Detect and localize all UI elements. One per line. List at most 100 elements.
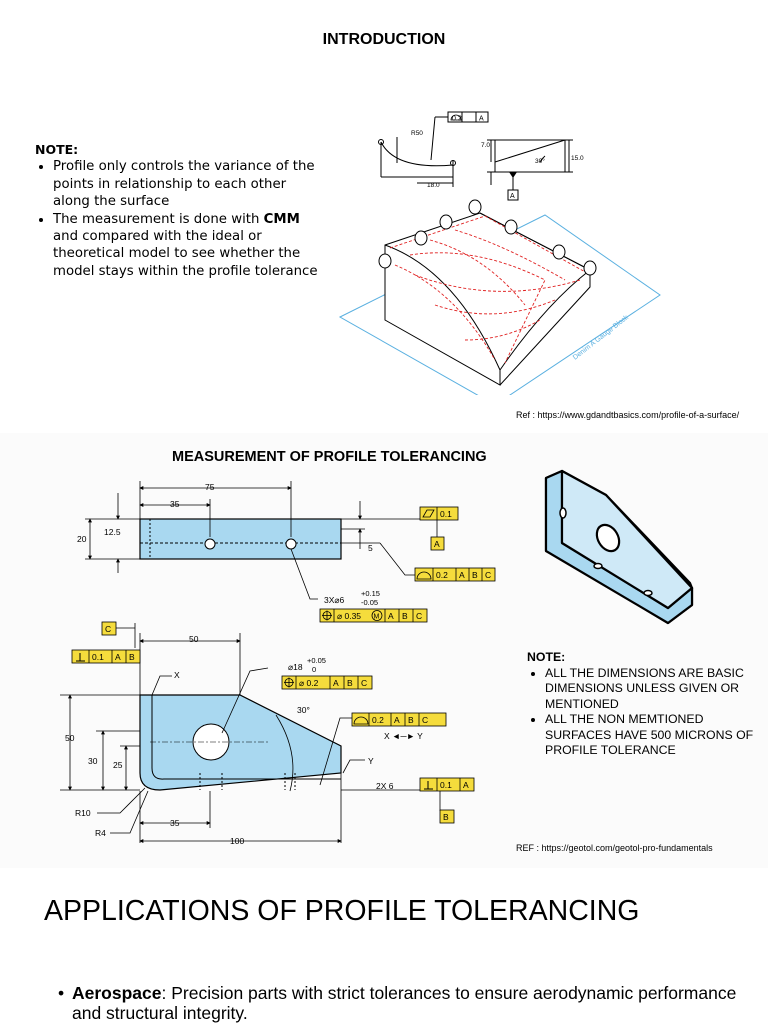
bullet-text: : Precision parts with strict tolerances… [72,983,737,1023]
label-y: Y [368,756,374,766]
slide2-note: NOTE: ALL THE DIMENSIONS ARE BASIC DIMEN… [527,650,767,759]
hole-callout: 3X⌀6 [324,595,345,605]
angle-label: 30° [535,157,545,165]
frame-cell: C [416,611,422,621]
dim-75: 75 [205,482,215,492]
frame-datum: A [479,116,484,123]
hole-tol-plus: +0.15 [361,589,380,598]
watermark-text: Denim A Gauge Block [572,314,630,362]
frame-cell: A [394,715,400,725]
slide2-title: MEASUREMENT OF PROFILE TOLERANCING [172,449,487,465]
profile-surface-icon [353,716,369,725]
frame-cell: 0.1 [440,780,452,790]
frame-cell: B [402,611,408,621]
slide1-note-list: Profile only controls the variance of th… [35,158,325,280]
slide1-note-heading: NOTE: [35,142,79,157]
frame-cell: A [333,678,339,688]
slide1-title: INTRODUCTION [322,31,446,48]
slide3-bullet: • Aerospace: Precision parts with strict… [58,983,748,1023]
mmc-icon [371,610,383,621]
profile-surface-icon [416,571,432,580]
bullet-bold-text: Aerospace [72,983,162,1003]
drawing-figures: 75 35 12.5 20 5 0.1 A 0.2 A B C 3X⌀6 +0.… [60,469,694,846]
frame-cell: C [422,715,428,725]
datum-c: C [105,624,111,634]
frame-cell: A [115,652,121,662]
dim-50-top: 50 [189,634,199,644]
r4-label: R4 [95,828,106,838]
bullet-bold-text: CMM [263,211,300,227]
flatness-frame [419,506,459,521]
slide1-note-bullet: The measurement is done with CMM and com… [53,211,325,281]
dim-25: 25 [113,760,123,770]
flatness-icon [422,509,435,518]
x-to-y: X ◄─► Y [384,731,423,741]
frame-cell: ⌀ 0.2 [299,678,319,688]
dim-35: 35 [170,499,180,509]
dim-12-5: 12.5 [104,527,121,537]
perp-frame-b [419,777,475,792]
frame-value: 0.2 [452,116,462,123]
isometric-part [544,469,694,625]
profile-frame-front [351,712,447,727]
slide2-note-bullet: ALL THE NON MEMTIONED SURFACES HAVE 500 … [545,712,767,759]
slide2-note-heading: NOTE: [527,650,566,664]
slide1-reference: Ref : https://www.gdandtbasics.com/profi… [516,410,740,420]
dim-7: 7.0 [481,142,490,149]
slide2-reference: REF : https://geotol.com/geotol-pro-fund… [516,843,713,853]
flatness-value: 0.1 [440,509,452,519]
datum-b: B [443,812,449,822]
bullet-text: and compared with the ideal or theoretic… [53,229,318,279]
mmc-letter: M [374,614,380,621]
bore-minus: 0 [312,665,316,674]
bullet-text: The measurement is done with [53,211,264,227]
dim-50-left: 50 [65,733,75,743]
dim-20: 20 [77,534,87,544]
slide2-note-bullet: ALL THE DIMENSIONS ARE BASIC DIMENSIONS … [545,666,767,713]
r10-label: R10 [75,808,91,818]
frame-cell: B [129,652,135,662]
datum-label: A [510,193,515,200]
slide3-bullet-text: Aerospace: Precision parts with strict t… [72,983,748,1023]
top-view: 75 35 12.5 20 5 0.1 A 0.2 A B C 3X⌀6 +0.… [77,481,496,623]
frame-cell: 0.2 [436,570,448,580]
bullet-dot: • [58,983,65,1003]
profile-frame-top [414,567,496,582]
dim-5: 5 [368,543,373,553]
slide3-title: APPLICATIONS OF PROFILE TOLERANCING [44,895,640,927]
dim-30: 30 [88,756,98,766]
radius-label: R50 [411,130,423,137]
bore-callout: ⌀18 [288,662,303,672]
frame-cell: B [472,570,478,580]
frame-cell: ⌀ 0.35 [337,611,361,621]
slide1-note-bullet: Profile only controls the variance of th… [53,158,325,210]
hole-tol-minus: -0.05 [361,598,378,607]
dim-18: 18.0 [427,182,440,189]
dim-15: 15.0 [571,155,584,162]
bullet-text: Profile only controls the variance of th… [53,159,315,210]
small-holes: 2X 6 [376,781,394,791]
bore-plus: +0.05 [307,656,326,665]
frame-cell: C [485,570,491,580]
datum-a: A [434,539,440,549]
slide2-note-list: ALL THE DIMENSIONS ARE BASIC DIMENSIONS … [527,666,767,759]
datum-triangle-icon [509,172,517,178]
surface-profile-figure: 0.2 A R50 18.0 7.0 15.0 30° A Denim A Ga… [338,111,661,395]
frame-cell: C [361,678,367,688]
dim-100: 100 [230,836,244,846]
frame-cell: A [463,780,469,790]
slide1-note: NOTE: Profile only controls the variance… [35,141,325,280]
gauge-block [384,212,591,386]
frame-cell: B [347,678,353,688]
angle-30: 30° [297,705,310,715]
label-x: X [174,670,180,680]
front-view: C 0.1 A B 50 X ⌀18 +0.05 0 ⌀ 0.2 A B C 3… [60,621,475,846]
frame-cell: 0.2 [372,715,384,725]
position-frame-top [319,608,428,623]
frame-cell: 0.1 [92,652,104,662]
probe-icons [378,199,597,276]
frame-cell: A [388,611,394,621]
frame-cell: A [459,570,465,580]
frame-cell: B [408,715,414,725]
position-frame-bore [281,675,373,690]
